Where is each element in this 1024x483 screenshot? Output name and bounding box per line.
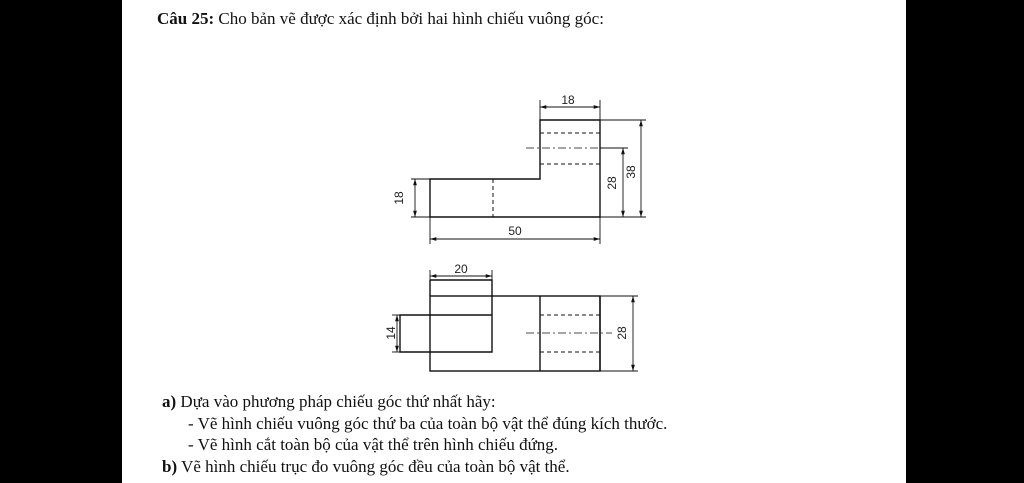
- task-a-label: a): [162, 392, 177, 411]
- question-number: Câu 25:: [157, 9, 215, 28]
- dim-front-left-height: 18: [392, 191, 406, 205]
- task-b-text: Vẽ hình chiếu trục đo vuông góc đều của …: [181, 456, 570, 476]
- dim-front-right-inner-height: 28: [605, 176, 619, 190]
- task-a-item-1: - Vẽ hình chiếu vuông góc thứ ba của toà…: [188, 413, 668, 433]
- dim-top-width: 20: [454, 262, 468, 276]
- task-b: b) Vẽ hình chiếu trục đo vuông góc đều c…: [162, 456, 667, 478]
- question-heading: Câu 25: Cho bản vẽ được xác định bởi hai…: [157, 9, 604, 29]
- top-view: 20 14 28: [384, 262, 638, 372]
- task-a-text: Dựa vào phương pháp chiếu góc thứ nhất h…: [180, 392, 496, 411]
- front-view-outline: [429, 119, 601, 218]
- task-a-item-2: - Vẽ hình cắt toàn bộ của vật thể trên h…: [188, 435, 559, 454]
- dim-top-left-height: 14: [384, 326, 398, 340]
- task-list: a) Dựa vào phương pháp chiếu góc thứ nhấ…: [162, 391, 667, 477]
- dim-front-right-total-height: 38: [624, 165, 638, 179]
- technical-drawing: 18 18 28 38 50: [384, 93, 646, 372]
- dim-front-top-width: 18: [561, 93, 575, 107]
- task-b-label: b): [162, 456, 178, 476]
- top-view-outline: [429, 295, 601, 372]
- top-view-protrusion: [399, 279, 493, 353]
- dim-top-right-height: 28: [615, 326, 629, 340]
- question-text: Cho bản vẽ được xác định bởi hai hình ch…: [218, 9, 604, 28]
- document-page: Câu 25: Cho bản vẽ được xác định bởi hai…: [122, 0, 906, 483]
- dim-front-bottom-width: 50: [508, 224, 522, 238]
- front-view: 18 18 28 38 50: [392, 93, 646, 244]
- task-a: a) Dựa vào phương pháp chiếu góc thứ nhấ…: [162, 391, 667, 413]
